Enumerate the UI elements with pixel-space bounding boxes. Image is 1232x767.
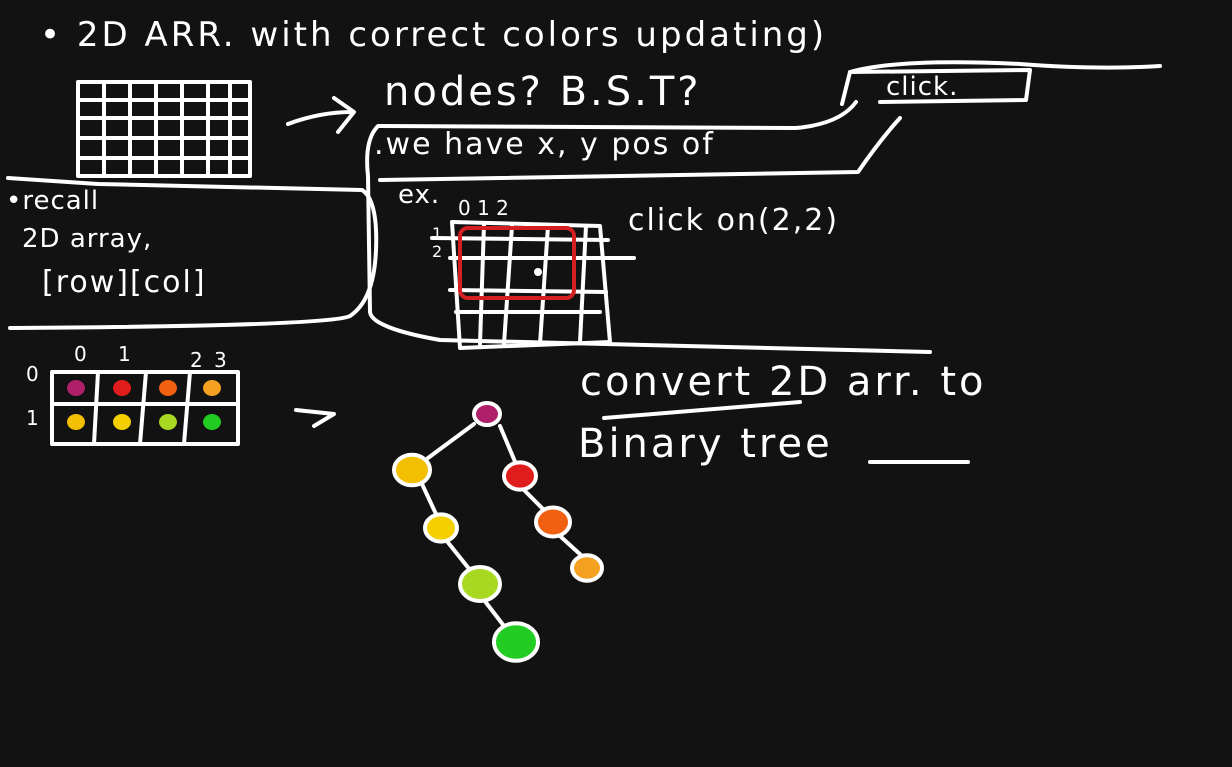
arrow-to-nodes <box>286 96 356 134</box>
recall-line-2: [row][col] <box>42 265 207 300</box>
example-col-indices: 0 1 2 <box>458 196 509 220</box>
click-bracket <box>840 68 1032 106</box>
array-col-index-3: 3 <box>214 348 227 372</box>
array-row-index-1: 1 <box>26 406 39 430</box>
color-array-grid <box>50 370 240 446</box>
array-col-index-1: 1 <box>118 342 131 366</box>
click-highlight-box <box>458 226 576 300</box>
recall-label: •recall <box>6 186 100 216</box>
tree-edges <box>420 422 584 628</box>
example-grid <box>430 220 636 350</box>
array-cell-dot-r1-c0 <box>67 414 85 430</box>
click-point <box>534 268 542 276</box>
convert-underline <box>602 400 802 420</box>
arrow-to-tree <box>294 408 336 428</box>
click-on-text: click on(2,2) <box>628 203 840 238</box>
tree-node-right-3 <box>570 553 604 583</box>
tree-node-left-2 <box>423 512 459 544</box>
tree-node-right-1 <box>502 460 538 492</box>
array-cell-dot-r1-c3 <box>203 414 221 430</box>
tree-node-root <box>472 400 502 428</box>
pos-note-bottom <box>378 116 902 182</box>
array-cell-dot-r1-c2 <box>159 414 177 430</box>
example-label: ex. <box>398 180 441 210</box>
convert-text-line-2: Binary tree <box>578 421 833 467</box>
grid-sketch <box>76 80 252 178</box>
array-col-index-0: 0 <box>74 342 87 366</box>
tree-node-left-4 <box>492 621 540 663</box>
array-cell-dot-r0-c0 <box>67 380 85 396</box>
recall-box <box>6 176 379 330</box>
tree-node-left-3 <box>458 565 502 603</box>
title-underline <box>848 60 1162 74</box>
recall-line-1: 2D array, <box>22 224 153 254</box>
example-row-index-1: 1 <box>432 224 443 243</box>
title-text: • 2D ARR. with correct colors updating) <box>40 15 828 55</box>
array-cell-dot-r1-c1 <box>113 414 131 430</box>
example-row-index-2: 2 <box>432 242 443 261</box>
tree-node-right-2 <box>534 505 572 539</box>
array-cell-dot-r0-c1 <box>113 380 131 396</box>
array-col-index-2: 2 <box>190 348 203 372</box>
tree-node-left-1 <box>392 452 432 488</box>
array-row-index-0: 0 <box>26 362 39 386</box>
array-cell-dots <box>67 380 221 430</box>
click-tag-text: click. <box>886 72 959 102</box>
convert-text-line-1: convert 2D arr. to <box>580 359 987 405</box>
pos-note-outline <box>365 100 932 354</box>
array-cell-dot-r0-c3 <box>203 380 221 396</box>
array-cell-dot-r0-c2 <box>159 380 177 396</box>
pos-note-text: .we have x, y pos of <box>374 127 715 162</box>
question-text: nodes? B.S.T? <box>384 69 702 115</box>
tree-nodes <box>392 400 604 663</box>
